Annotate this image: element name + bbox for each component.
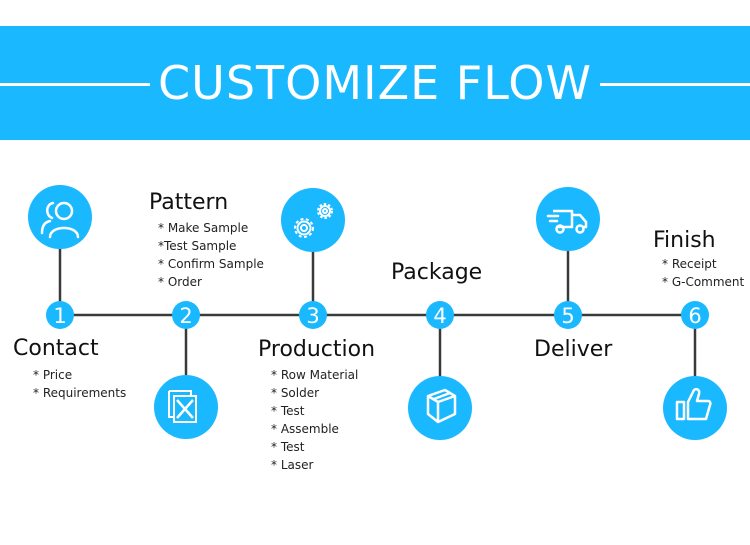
step-number: 2 [179,304,192,328]
step-number: 1 [53,304,66,328]
box-icon [408,376,472,440]
step-item: * Assemble [271,422,339,436]
step-item: * Laser [271,458,314,472]
step-node-6: 6 [681,301,709,329]
step-item: * Test [271,404,305,418]
step-item: * Confirm Sample [158,257,264,271]
step-node-5: 5 [554,301,582,329]
step-title-deliver: Deliver [534,337,613,362]
step-title-production: Production [258,337,376,362]
tools-document-icon [154,375,218,439]
gears-icon [281,188,345,252]
step-item: *Test Sample [158,239,237,253]
step-item: * Solder [271,386,320,400]
step-node-2: 2 [172,301,200,329]
step-item: * Order [158,275,202,289]
banner-divider-left [0,83,152,86]
step-item: * Test [271,440,305,454]
step-node-3: 3 [299,301,327,329]
step-item: * Requirements [33,386,127,400]
banner-divider-right [597,83,750,86]
step-number: 5 [561,304,574,328]
step-items-production: * Row Material * Solder * Test * Assembl… [271,366,358,474]
step-number: 3 [306,304,319,328]
step-item: * Receipt [662,257,717,271]
truck-icon [536,187,600,251]
step-item: * Row Material [271,368,359,382]
step-node-4: 4 [426,301,454,329]
step-title-contact: Contact [13,336,99,361]
step-item: * G-Comment [662,275,745,289]
step-title-finish: Finish [653,228,716,253]
step-number: 4 [433,304,446,328]
step-item: * Price [33,368,73,382]
step-title-package: Package [391,260,483,285]
step-number: 6 [688,304,701,328]
step-title-pattern: Pattern [149,190,229,215]
page-title: CUSTOMIZE FLOW [0,48,750,118]
step-items-finish: * Receipt * G-Comment [662,255,744,291]
thumbs-up-icon [663,376,727,440]
step-items-contact: * Price * Requirements [33,366,126,402]
users-icon [28,185,92,249]
step-items-pattern: * Make Sample *Test Sample * Confirm Sam… [158,219,264,291]
step-item: * Make Sample [158,221,249,235]
header-banner: CUSTOMIZE FLOW [0,26,750,140]
step-node-1: 1 [46,301,74,329]
